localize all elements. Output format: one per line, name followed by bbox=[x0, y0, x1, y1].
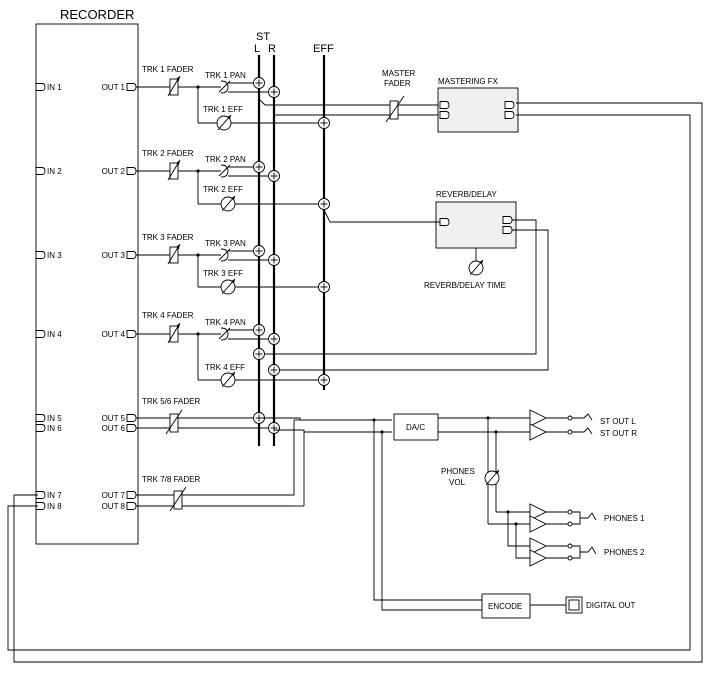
track-1-channel: TRK 1 FADER TRK 1 PAN TRK 1 EFF bbox=[136, 65, 330, 131]
trk-3-pan-label: TRK 3 PAN bbox=[205, 239, 246, 248]
phones-1-amp-r-icon bbox=[529, 515, 547, 533]
phones-2-amp-r-icon bbox=[529, 549, 547, 567]
reverb-return-r-route bbox=[280, 229, 549, 371]
svg-text:IN 2: IN 2 bbox=[47, 167, 62, 176]
recorder-input-1: IN 1 bbox=[35, 83, 62, 92]
recorder-input-2: IN 2 bbox=[35, 167, 62, 176]
trk-1-pan-label: TRK 1 PAN bbox=[205, 71, 246, 80]
recorder-output-8: OUT 8 bbox=[102, 502, 137, 511]
st-out-l-amp-icon bbox=[529, 409, 547, 427]
mastering-out-l-route bbox=[13, 102, 703, 663]
recorder-output-4: OUT 4 bbox=[102, 330, 137, 339]
recorder-output-2: OUT 2 bbox=[102, 167, 137, 176]
svg-text:OUT 3: OUT 3 bbox=[102, 251, 126, 260]
recorder-input-5: IN 5 bbox=[35, 414, 62, 423]
svg-text:OUT 4: OUT 4 bbox=[102, 330, 126, 339]
st-l-label: L bbox=[254, 43, 260, 55]
mastering-fx-block bbox=[437, 87, 519, 133]
svg-text:IN 7: IN 7 bbox=[47, 491, 62, 500]
trk-2-eff-knob-icon bbox=[220, 195, 236, 212]
trk-3-fader-label: TRK 3 FADER bbox=[142, 233, 194, 242]
trk-2-fader-icon bbox=[167, 159, 181, 181]
phones-vol-knob-icon bbox=[484, 469, 500, 486]
recorder-input-6: IN 6 bbox=[35, 424, 62, 433]
svg-text:OUT 1: OUT 1 bbox=[102, 83, 126, 92]
trk-3-eff-label: TRK 3 EFF bbox=[203, 269, 243, 278]
trk-4-eff-label: TRK 4 EFF bbox=[205, 363, 245, 372]
mastering-out-r-route bbox=[7, 114, 691, 651]
reverb-delay-time-label: REVERB/DELAY TIME bbox=[424, 281, 506, 290]
trk-3-fader-icon bbox=[167, 243, 181, 265]
track-2-channel: TRK 2 FADER TRK 2 PAN TRK 2 EFF bbox=[136, 149, 330, 212]
trk-2-pan-label: TRK 2 PAN bbox=[205, 155, 246, 164]
st-bus-label: ST bbox=[256, 31, 270, 43]
trk-2-fader-label: TRK 2 FADER bbox=[142, 149, 194, 158]
recorder-output-6: OUT 6 bbox=[102, 424, 137, 433]
svg-text:IN 5: IN 5 bbox=[47, 414, 62, 423]
trk-1-fader-label: TRK 1 FADER bbox=[142, 65, 194, 74]
st-out-r-label: ST OUT R bbox=[600, 429, 637, 438]
mastering-fx-label: MASTERING FX bbox=[438, 77, 499, 86]
st-r-label: R bbox=[268, 43, 276, 55]
svg-text:OUT 2: OUT 2 bbox=[102, 167, 126, 176]
master-fader-label-2: FADER bbox=[384, 79, 411, 88]
track-7-8-channel: TRK 7/8 FADER bbox=[136, 420, 305, 512]
eff-bus-label: EFF bbox=[313, 43, 334, 55]
trk-4-pan-label: TRK 4 PAN bbox=[205, 318, 246, 327]
dac-block bbox=[393, 413, 439, 441]
phones-vol-label-1: PHONES bbox=[441, 467, 475, 476]
track-5-6-channel: TRK 5/6 FADER bbox=[136, 397, 280, 435]
encode-block bbox=[481, 593, 531, 619]
recorder-output-7: OUT 7 bbox=[102, 491, 137, 500]
trk-4-fader-icon bbox=[167, 322, 181, 344]
svg-text:IN 4: IN 4 bbox=[47, 330, 62, 339]
encode-label: ENCODE bbox=[488, 602, 522, 611]
reverb-delay-time-knob-icon bbox=[468, 259, 484, 276]
trk-7-8-fader-label: TRK 7/8 FADER bbox=[142, 475, 200, 484]
svg-text:IN 8: IN 8 bbox=[47, 502, 62, 511]
master-fader-label-1: MASTER bbox=[382, 69, 416, 78]
trk-1-fader-icon bbox=[167, 75, 181, 97]
trk-1-eff-knob-icon bbox=[216, 114, 232, 131]
phones-1-label: PHONES 1 bbox=[604, 514, 645, 523]
st-out-r-amp-icon bbox=[529, 423, 547, 441]
phones-2-label: PHONES 2 bbox=[604, 548, 645, 557]
svg-text:OUT 6: OUT 6 bbox=[102, 424, 126, 433]
svg-text:OUT 5: OUT 5 bbox=[102, 414, 126, 423]
svg-text:IN 3: IN 3 bbox=[47, 251, 62, 260]
trk-5-6-fader-label: TRK 5/6 FADER bbox=[142, 397, 200, 406]
trk-4-eff-knob-icon bbox=[220, 371, 236, 388]
trk-3-eff-knob-icon bbox=[220, 278, 236, 295]
reverb-return-l-route bbox=[265, 219, 537, 355]
reverb-delay-label: REVERB/DELAY bbox=[436, 190, 497, 199]
digital-out-label: DIGITAL OUT bbox=[586, 601, 635, 610]
svg-text:OUT 7: OUT 7 bbox=[102, 491, 126, 500]
trk-1-eff-label: TRK 1 EFF bbox=[203, 105, 243, 114]
recorder-output-1: OUT 1 bbox=[102, 83, 137, 92]
track-3-channel: TRK 3 FADER TRK 3 PAN TRK 3 EFF bbox=[136, 233, 330, 295]
recorder-title: RECORDER bbox=[60, 7, 134, 22]
trk-5-6-fader-icon bbox=[169, 413, 179, 433]
recorder-input-8: IN 8 bbox=[35, 502, 62, 511]
st-out-l-label: ST OUT L bbox=[600, 417, 636, 426]
track-4-channel: TRK 4 FADER TRK 4 PAN TRK 4 EFF bbox=[136, 311, 330, 388]
trk-7-8-fader-icon bbox=[173, 490, 183, 510]
svg-text:IN 1: IN 1 bbox=[47, 83, 62, 92]
svg-text:IN 6: IN 6 bbox=[47, 424, 62, 433]
recorder-output-3: OUT 3 bbox=[102, 251, 137, 260]
recorder-input-7: IN 7 bbox=[35, 491, 62, 500]
trk-4-fader-label: TRK 4 FADER bbox=[142, 311, 194, 320]
recorder-block bbox=[35, 23, 139, 545]
master-fader bbox=[258, 95, 440, 123]
svg-text:OUT 8: OUT 8 bbox=[102, 502, 126, 511]
trk-2-eff-label: TRK 2 EFF bbox=[203, 185, 243, 194]
reverb-delay-block bbox=[435, 201, 517, 249]
recorder-input-4: IN 4 bbox=[35, 330, 62, 339]
recorder-output-5: OUT 5 bbox=[102, 414, 137, 423]
dac-label: DA/C bbox=[406, 423, 425, 432]
recorder-input-3: IN 3 bbox=[35, 251, 62, 260]
phones-vol-label-2: VOL bbox=[449, 478, 466, 487]
